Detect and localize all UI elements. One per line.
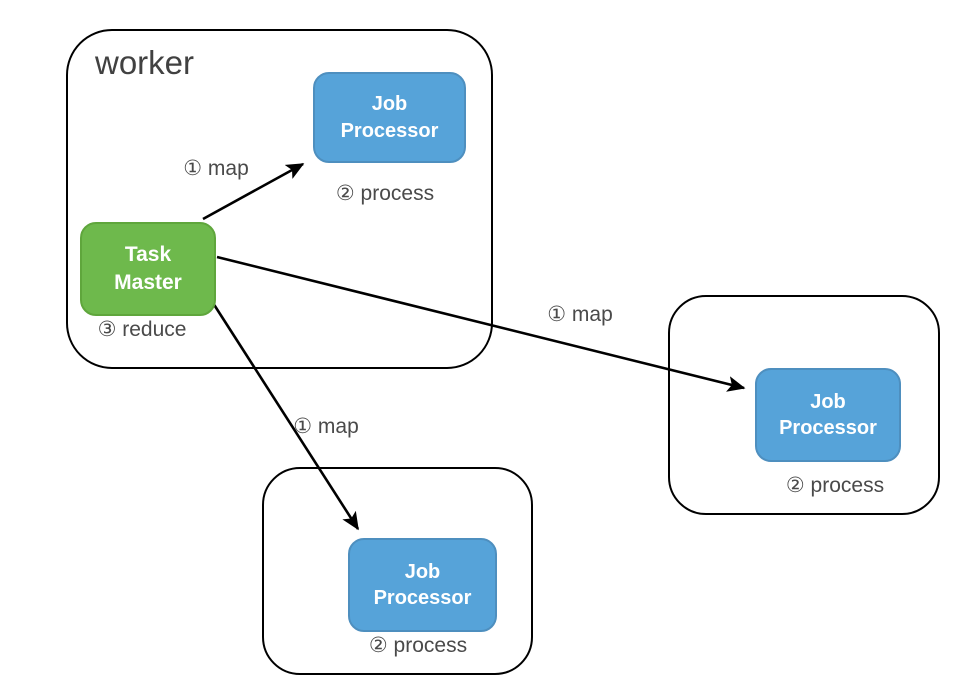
map-edge-label-main: ① map — [183, 157, 249, 180]
reduce-step-label: ③ reduce — [97, 318, 187, 341]
job-processor-node-bottom: Job Processor — [348, 538, 497, 632]
task-master-label: Task Master — [114, 243, 182, 294]
task-master-node: Task Master — [80, 222, 216, 316]
job-processor-node-right: Job Processor — [755, 368, 901, 462]
worker-container-label: worker — [95, 44, 195, 81]
job-processor-label-bottom: Job Processor — [373, 560, 472, 609]
map-edge-label-right: ① map — [547, 303, 613, 326]
process-step-label-right: ② process — [785, 474, 885, 497]
worker-container-right — [668, 295, 940, 515]
process-step-label-main: ② process — [335, 182, 435, 205]
process-step-label-bottom: ② process — [368, 634, 468, 657]
job-processor-label-main: Job Processor — [340, 93, 439, 142]
job-processor-node-main: Job Processor — [313, 72, 466, 163]
worker-container-bottom — [262, 467, 533, 675]
map-edge-label-bottom: ① map — [293, 415, 359, 438]
job-processor-label-right: Job Processor — [779, 390, 877, 439]
